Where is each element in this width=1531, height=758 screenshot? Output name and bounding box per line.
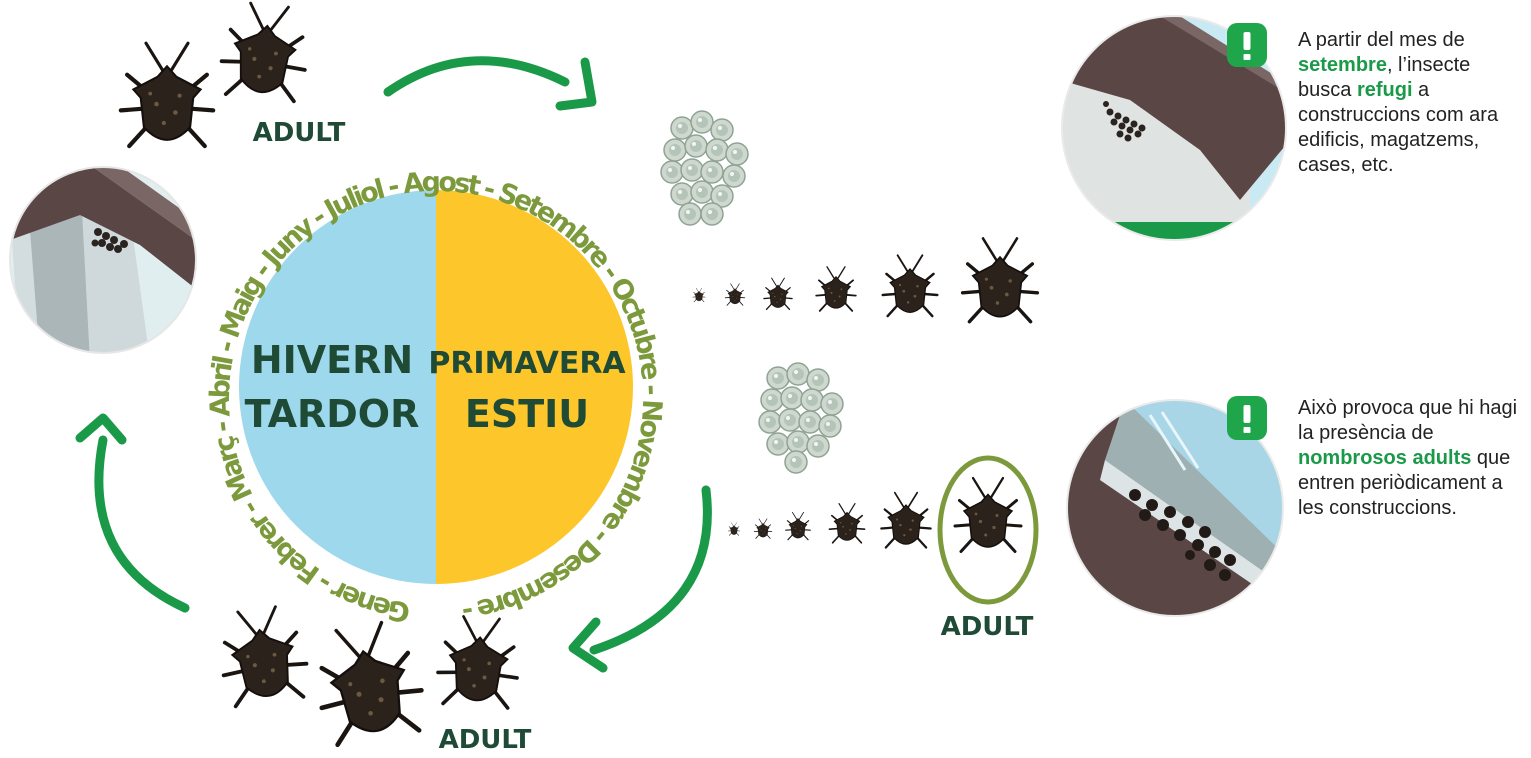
stink-bug-icon <box>829 504 864 543</box>
egg-cluster-icon <box>759 363 843 473</box>
stink-bug-icon <box>215 604 311 708</box>
stink-bug-icon <box>309 618 428 747</box>
stink-bug-icon <box>728 523 739 536</box>
note-highlight: refugi <box>1357 79 1413 101</box>
adult-label-bottom: ADULT <box>439 725 532 755</box>
warning-icon <box>1227 23 1267 67</box>
stink-bug-icon <box>955 478 1021 552</box>
stink-bug-icon <box>881 493 930 548</box>
stink-bug-icon <box>725 284 744 306</box>
stink-bug-icon <box>754 519 772 539</box>
adult-label-top: ADULT <box>253 118 346 148</box>
note-highlight: nombrosos adults <box>1298 447 1471 469</box>
note-adults: Això provoca que hi hagi la presència de… <box>1298 396 1523 521</box>
arrow-top <box>388 61 565 92</box>
season-tardor: TARDOR <box>245 392 420 436</box>
stink-bug-icon <box>436 615 521 709</box>
warning-icon <box>1227 396 1267 440</box>
note-text: A partir del mes de <box>1298 29 1465 51</box>
egg-cluster-icon <box>661 111 748 225</box>
stink-bug-icon <box>816 267 856 311</box>
stink-bug-icon <box>963 238 1038 321</box>
adult-label-right: ADULT <box>941 612 1034 642</box>
season-estiu: ESTIU <box>465 392 589 436</box>
stink-bug-icon <box>218 1 311 102</box>
stink-bug-icon <box>121 43 213 146</box>
note-highlight: setembre <box>1298 54 1387 76</box>
note-refuge: A partir del mes de setembre, l’insecte … <box>1298 28 1528 178</box>
building-corner-icon <box>0 160 210 360</box>
season-primavera: PRIMAVERA <box>428 346 626 381</box>
stink-bug-icon <box>764 278 792 309</box>
stink-bug-icon <box>693 288 705 302</box>
stink-bug-icon <box>883 255 938 316</box>
stink-bug-icon <box>786 512 811 539</box>
season-hivern: HIVERN <box>251 338 413 382</box>
arrow-left <box>99 440 185 608</box>
note-text: Això provoca que hi hagi la presència de <box>1298 397 1517 444</box>
